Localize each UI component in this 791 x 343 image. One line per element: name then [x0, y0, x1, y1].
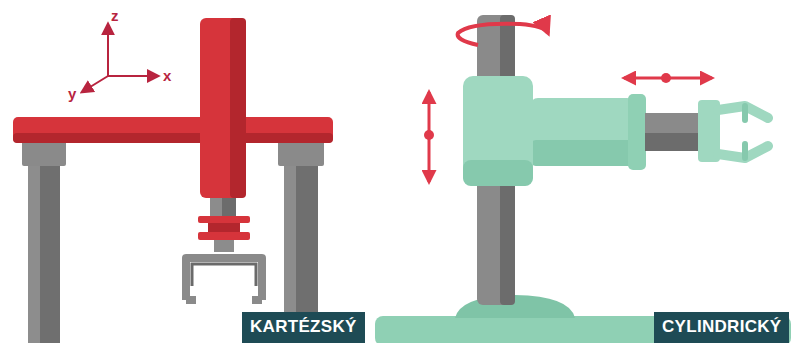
axis-label: x — [163, 68, 171, 84]
cylindrical-robot — [375, 15, 791, 343]
label-text: KARTÉZSKÝ — [250, 317, 357, 337]
axis-label: z — [111, 8, 119, 24]
label-text: CYLINDRICKÝ — [662, 317, 781, 337]
robot-type-label: CYLINDRICKÝ — [654, 312, 789, 343]
axis-label: y — [68, 86, 76, 102]
cartesian-robot — [13, 18, 333, 343]
robot-type-label: KARTÉZSKÝ — [242, 312, 365, 343]
